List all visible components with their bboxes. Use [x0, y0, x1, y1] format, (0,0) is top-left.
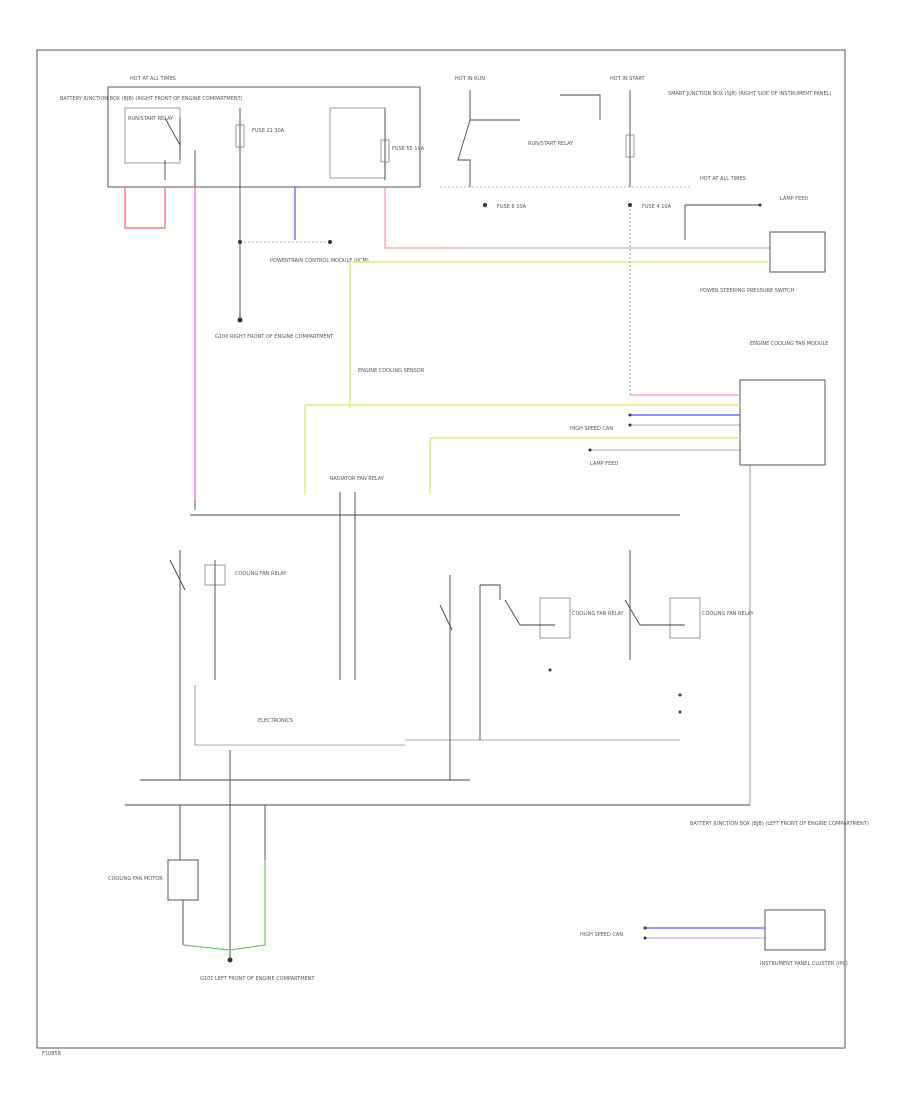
lamp-feed-hot: HOT AT ALL TIMES	[700, 176, 746, 182]
engine-cooling-fan-module: COOLING FAN RELAY ELECTRONICS COOLING FA…	[125, 514, 869, 827]
battery-junction-box: HOT AT ALL TIMES BATTERY JUNCTION BOX (B…	[60, 76, 425, 510]
bjb-hot-label: HOT AT ALL TIMES	[130, 76, 176, 82]
wire-lightred-1	[384, 187, 460, 249]
sjb-hot-start: HOT IN START	[610, 76, 646, 82]
lamp-feed-label: LAMP FEED	[780, 196, 808, 202]
smart-junction-box: HOT IN RUN HOT IN START RUN/START RELAY …	[440, 76, 831, 210]
diagram-code: F10858	[42, 1051, 61, 1057]
ground-1-label: G100 RIGHT FRONT OF ENGINE COMPARTMENT	[215, 334, 334, 340]
relay-left-label: COOLING FAN RELAY	[235, 571, 288, 577]
fuse-1-label: FUSE 21 30A	[252, 128, 285, 134]
hs-can-lower: HIGH SPEED CAN	[580, 932, 623, 938]
wire-red	[124, 187, 166, 229]
fuse-5: FUSE 4 10A	[642, 204, 672, 210]
fan-relay-2-label: COOLING FAN RELAY	[572, 611, 625, 617]
sjb-hot-run: HOT IN RUN	[455, 76, 485, 82]
ground-g100: G100 RIGHT FRONT OF ENGINE COMPARTMENT P…	[215, 180, 369, 340]
diagram-frame	[36, 49, 846, 1049]
relay-run: RUN/START RELAY	[528, 141, 574, 147]
engine-cooling-label: ENGINE COOLING SENSOR	[358, 368, 425, 374]
lamp-feed: HOT AT ALL TIMES LAMP FEED POWER STEERIN…	[684, 176, 826, 294]
hs-can-label: HIGH SPEED CAN	[570, 426, 613, 432]
radiator-label: RADIATOR FAN RELAY	[330, 476, 385, 482]
relay-label-1: RUN/START RELAY	[128, 116, 174, 122]
ground-lamp: LAMP FEED	[590, 461, 618, 467]
ipc-label: INSTRUMENT PANEL CLUSTER (IPC)	[760, 961, 848, 967]
bjb-label: BATTERY JUNCTION BOX (BJB) (RIGHT FRONT …	[60, 96, 243, 102]
wire-green	[182, 860, 266, 951]
fan-motor-label: COOLING FAN MOTOR	[108, 876, 163, 882]
ground-2-label: G101 LEFT FRONT OF ENGINE COMPARTMENT	[200, 976, 315, 982]
fan-motor-group: COOLING FAN MOTOR G101 LEFT FRONT OF ENG…	[108, 750, 315, 982]
fan-relay-3-label: COOLING FAN RELAY	[702, 611, 755, 617]
electronics-label: ELECTRONICS	[258, 718, 293, 724]
pcm-label-left: POWERTRAIN CONTROL MODULE (PCM)	[270, 258, 369, 264]
sjb-label: SMART JUNCTION BOX (SJB) (RIGHT SIDE OF …	[668, 91, 831, 97]
bjb-lower-label: BATTERY JUNCTION BOX (BJB) (LEFT FRONT O…	[690, 821, 869, 827]
fan-control-module: ENGINE COOLING FAN MODULE HIGH SPEED CAN…	[304, 205, 828, 805]
fuse-4: FUSE 6 10A	[497, 204, 527, 210]
fuse-2-label: FUSE 55 10A	[392, 146, 425, 152]
fan-control-label: ENGINE COOLING FAN MODULE	[750, 341, 828, 347]
instrument-cluster: HIGH SPEED CAN INSTRUMENT PANEL CLUSTER …	[580, 909, 848, 967]
power-steering-label: POWER STEERING PRESSURE SWITCH	[700, 288, 795, 294]
